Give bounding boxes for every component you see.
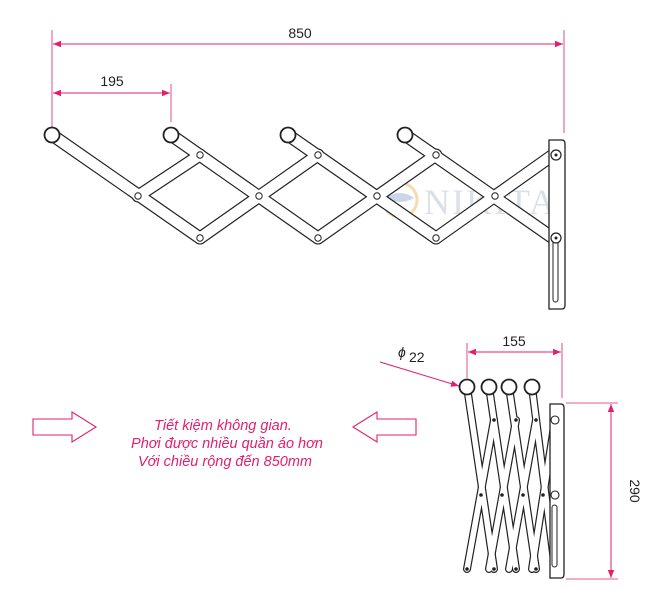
dimension-155-label: 155: [502, 333, 526, 349]
dimension-850: 850: [51, 25, 565, 133]
folded-tubes: [458, 378, 541, 396]
extended-view: NIKITA 850 195: [43, 25, 566, 310]
folded-arms-fill: [464, 384, 558, 572]
dimension-850-label: 850: [288, 25, 312, 41]
arrow-right: [351, 411, 417, 443]
hanging-tubes: [43, 126, 414, 144]
folded-view: 155 ϕ 22 290: [379, 333, 643, 580]
note-line-1: Tiết kiệm không gian.: [154, 418, 292, 434]
diameter-symbol: ϕ: [398, 344, 406, 360]
diameter-callout: ϕ 22: [379, 344, 460, 387]
note-line-3: Với chiều rộng đến 850mm: [138, 454, 312, 470]
dimension-155: 155: [466, 333, 563, 398]
folded-wall-bracket: [549, 403, 565, 579]
dimension-290: 290: [566, 402, 643, 580]
scissor-arms-fill: [46, 129, 559, 244]
folded-rivets: [465, 418, 545, 571]
dimension-195-label: 195: [100, 73, 124, 89]
pivot-rivets: [134, 151, 499, 242]
wall-bracket: [548, 139, 566, 310]
diameter-label: 22: [409, 349, 425, 365]
dimension-290-label: 290: [627, 479, 643, 503]
dimension-195: 195: [53, 73, 172, 122]
arrow-left: [32, 411, 98, 443]
feature-note: Tiết kiệm không gian. Phơi được nhiều qu…: [131, 418, 323, 470]
note-line-2: Phơi được nhiều quần áo hơn: [131, 436, 323, 452]
